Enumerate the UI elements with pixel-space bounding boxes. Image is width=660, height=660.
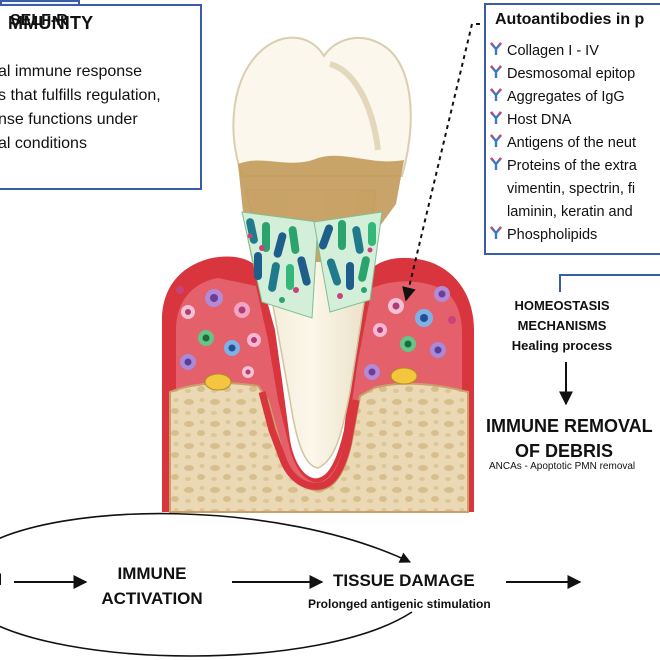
crown-shading [329,61,381,151]
autoantibody-label-continued: laminin, keratin and [507,204,633,220]
immune-activation-label: IMMUNE ACTIVATION [92,561,212,611]
autoantibodies-box: Autoantibodies in p Collagen I - IV Desm… [484,3,660,255]
normal-immunity-line: al conditions [0,135,87,152]
immune-removal-label: IMMUNE REMOVAL OF DEBRIS [486,414,660,464]
antibody-icon [489,134,504,148]
antibody-icon [489,111,504,125]
biofilm-right [313,211,383,313]
homeostasis-label: HOMEOSTASIS MECHANISMS Healing process [487,296,637,356]
autoantibody-label: Antigens of the neut [507,135,636,151]
tissue-damage-label: TISSUE DAMAGE [333,571,475,590]
autoantibody-label: Collagen I - IV [507,43,599,59]
normal-immunity-line: al immune response [0,63,143,80]
immune-activation-line: ACTIVATION [101,589,203,608]
autoantibody-item: Collagen I - IV [489,41,599,61]
homeostasis-line: HOMEOSTASIS [514,298,610,313]
autoantibody-item: Proteins of the extra [489,156,637,176]
autoantibody-label: Host DNA [507,112,572,128]
periodontal-ligament [258,391,360,490]
normal-immunity-line: nse functions under [0,111,138,128]
immune-activation-line: IMMUNE [117,564,187,583]
autoantibodies-title: Autoantibodies in p [495,11,645,28]
autoantibody-item: Host DNA [489,110,571,130]
antibody-icon [489,157,504,171]
antibody-icon [489,65,504,79]
gum-and-bone [162,256,474,513]
immune-cells-right [364,286,456,385]
autoantibody-item: Desmosomal epitop [489,64,635,84]
homeostasis-connector [559,274,660,292]
feedback-loop-top [0,512,412,563]
antibody-icon [489,88,504,102]
homeostasis-line: MECHANISMS [517,318,607,333]
immune-removal-line: OF DEBRIS [515,441,614,461]
autoantibody-item: Phospholipids [489,225,597,245]
feedback-loop-bottom [0,611,413,657]
autoantibody-item: Antigens of the neut [489,133,636,153]
dotted-arrow [402,23,488,302]
autoantibody-label: Aggregates of IgG [507,89,625,105]
immune-cells-left [176,286,261,391]
healing-process-label: Healing process [511,338,613,353]
flow-left-label: M [0,570,2,590]
immune-removal-line: IMMUNE REMOVAL [486,416,653,436]
antibody-icon [489,226,504,240]
autoantibody-item: Aggregates of IgG [489,87,625,107]
normal-immunity-line: s that fulfills regulation, [0,87,161,104]
normal-immunity-title: MMUNITY [8,13,94,33]
autoantibody-label-continued: vimentin, spectrin, fi [507,181,636,197]
autoantibody-label: Desmosomal epitop [507,66,636,82]
prolonged-stimulation-label: Prolonged antigenic stimulation [308,597,491,611]
biofilm-left [241,211,319,319]
self-r-label: SELF-R [10,12,68,29]
autoantibody-label: Proteins of the extra [507,158,637,174]
ancas-note: ANCAs - Apoptotic PMN removal [489,461,636,472]
antibody-icon [489,42,504,56]
tooth-crown [232,36,412,177]
normal-immunity-box: MMUNITY al immune response s that fulfil… [0,4,202,190]
autoantibody-label: Phospholipids [507,227,598,243]
